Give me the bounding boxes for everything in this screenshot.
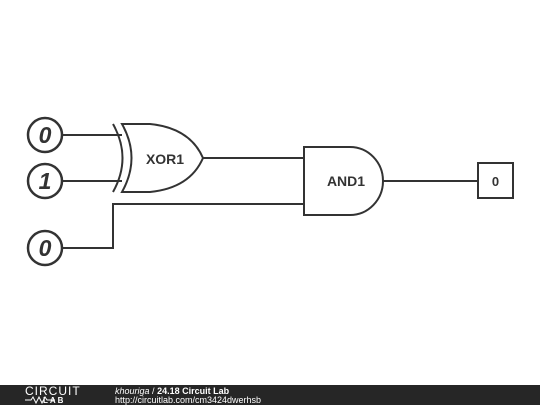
input-1-circle[interactable] (26, 116, 64, 154)
and-gate-label: AND1 (327, 173, 365, 189)
footer-title: 24.18 Circuit Lab (157, 386, 230, 396)
logo-circuit-text: CIRCUIT (25, 384, 81, 398)
xor-gate-label: XOR1 (146, 151, 184, 167)
xor-gate-back-curve (112, 123, 124, 193)
logo-lab-row: LAB (25, 396, 65, 405)
xor-gate-body[interactable] (120, 123, 205, 193)
circuit-schematic: 0 1 0 XOR1 AND1 0 (26, 116, 514, 267)
input-2-circle[interactable] (26, 162, 64, 200)
input-2-value: 1 (39, 168, 52, 194)
output-box (477, 162, 514, 199)
resistor-icon (25, 396, 55, 404)
footer-separator: / (152, 386, 155, 396)
wire-input3-to-and (62, 203, 304, 249)
output-value: 0 (492, 174, 499, 189)
footer-bar: CIRCUIT LAB khouriga / 24.18 Circuit Lab… (0, 385, 540, 405)
footer-user[interactable]: khouriga (115, 386, 150, 396)
footer-url[interactable]: http://circuitlab.com/cm3424dwerhsb (115, 395, 262, 405)
and-gate-body[interactable] (303, 146, 384, 216)
footer-title-line: khouriga / 24.18 Circuit Lab (115, 386, 229, 396)
input-1-value: 0 (39, 122, 52, 148)
input-3-circle[interactable] (26, 229, 64, 267)
input-3-value: 0 (39, 235, 52, 261)
